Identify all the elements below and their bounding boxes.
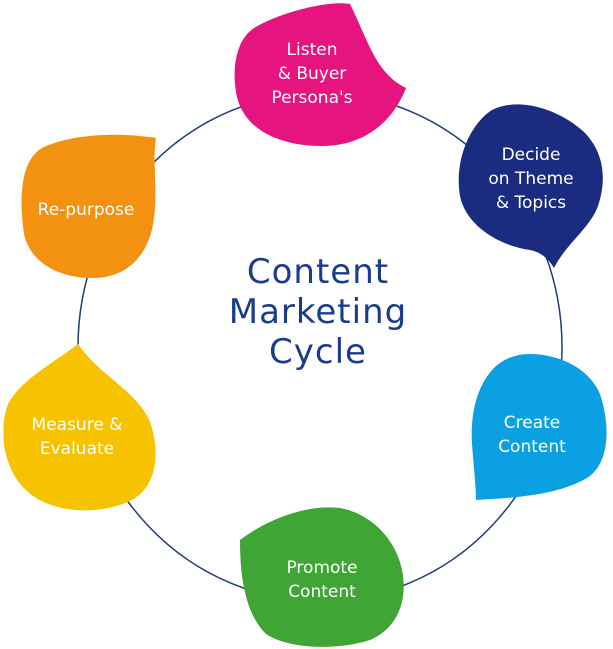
petal-label-measure-line-1: Measure & [32, 415, 123, 435]
center-title-line-2: Marketing [229, 292, 407, 332]
petal-listen-buyer-personas [234, 3, 406, 146]
petal-label-decide-line-3: & Topics [496, 193, 566, 213]
petal-measure-evaluate [3, 344, 156, 511]
stage-re-purpose: Re-purpose [21, 134, 156, 278]
petal-label-listen-line-3: Persona's [271, 88, 352, 108]
petal-label-promote-line-1: Promote [286, 558, 357, 578]
petal-label-measure-line-2: Evaluate [40, 439, 114, 459]
petal-label-promote-line-2: Content [288, 582, 356, 602]
petal-label-listen-line-1: Listen [287, 40, 338, 60]
petal-create-content [471, 354, 607, 500]
petal-decide-theme-topics [458, 104, 603, 268]
petal-promote-content [240, 507, 404, 647]
petal-label-re-purpose: Re-purpose [38, 200, 135, 220]
center-title-line-3: Cycle [269, 332, 367, 372]
petal-label-decide-line-2: on Theme [488, 169, 573, 189]
stage-promote-content: Promote Content [240, 507, 404, 647]
stage-create-content: Create Content [471, 354, 607, 500]
petal-label-listen-line-2: & Buyer [278, 64, 347, 84]
stage-decide-theme-topics: Decide on Theme & Topics [458, 104, 603, 268]
petal-label-decide-line-1: Decide [502, 145, 561, 165]
petal-label-create-line-2: Content [498, 437, 566, 457]
center-title-line-1: Content [247, 252, 389, 292]
stage-listen-buyer-personas: Listen & Buyer Persona's [234, 3, 406, 146]
center-title: Content Marketing Cycle [229, 252, 407, 372]
petal-label-create-line-1: Create [504, 413, 561, 433]
stage-measure-evaluate: Measure & Evaluate [3, 344, 156, 511]
petal-re-purpose [21, 134, 156, 278]
